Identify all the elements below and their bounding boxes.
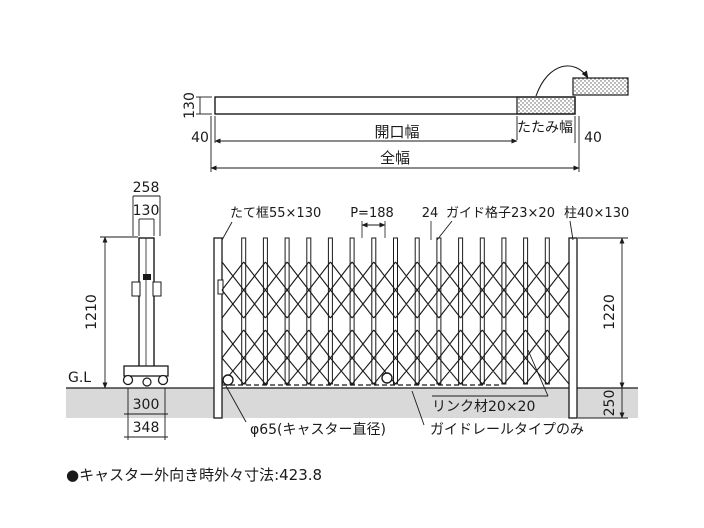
caster-note: ●キャスター外向き時外々寸法:423.8 (66, 466, 323, 484)
side-post-width-label: 130 (133, 203, 160, 219)
link-row-4 (221, 357, 570, 385)
side-post (138, 237, 155, 371)
gate-bar (458, 237, 464, 385)
front-caster-right (381, 372, 393, 384)
front-height-label: 1220 (602, 294, 618, 330)
opening-width-label: 開口幅 (374, 123, 419, 141)
gate-bar (262, 237, 268, 385)
plan-folded-area (516, 96, 576, 115)
front-view: たて框55×130 P=188 24 ガイド格子23×20 柱40×130 12… (213, 205, 629, 438)
pitch-label: P=188 (350, 206, 394, 221)
side-caster-right (157, 374, 169, 386)
folded-width-label: たたみ幅 (517, 120, 573, 136)
plan-swing-arrow (535, 65, 589, 97)
front-right-post (568, 237, 578, 419)
front-left-frame (213, 237, 223, 419)
side-base-width-label: 300 (133, 397, 160, 413)
overall-width-label: 全幅 (380, 149, 410, 167)
gate-bar (284, 237, 290, 385)
gate-bars (241, 237, 550, 385)
link-label: リンク材20×20 (432, 399, 535, 415)
plan-depth-label: 130 (182, 92, 198, 119)
gate-bar (306, 237, 312, 385)
caster-label: φ65(キャスター直径) (250, 421, 386, 438)
side-base (123, 365, 169, 377)
gate-bar (393, 237, 398, 385)
ground: G.L (66, 370, 638, 418)
side-caster-left (122, 374, 134, 386)
side-caster-span-label: 348 (133, 420, 160, 436)
ground-label: G.L (68, 370, 91, 386)
plan-view: 130 開口幅 たたみ幅 40 40 全幅 (182, 65, 629, 172)
front-caster-left (222, 374, 234, 386)
gate-bar (479, 237, 485, 385)
link-row-2 (221, 289, 570, 319)
side-height-label: 1210 (84, 294, 100, 330)
gate-bar (523, 237, 529, 385)
gate-bar (436, 237, 442, 385)
link-row-3 (221, 329, 570, 359)
side-view: 258 130 1210 300 348 (84, 180, 169, 440)
rail-label: ガイドレールタイプのみ (430, 422, 584, 438)
front-embed-label: 250 (602, 390, 618, 417)
gate-links (221, 261, 570, 385)
gate-bar (241, 237, 247, 385)
link-row-1 (221, 261, 570, 291)
left-margin-label: 40 (191, 130, 209, 146)
gate-bar (414, 237, 420, 385)
frame-label: たて框55×130 (230, 206, 321, 221)
post-label: 柱40×130 (564, 206, 629, 221)
gate-bar (349, 237, 355, 385)
right-margin-label: 40 (584, 130, 602, 146)
ground-fill (66, 388, 638, 418)
plan-folded-swing (572, 77, 629, 96)
side-top-width-label: 258 (133, 180, 160, 196)
gap-label: 24 (422, 206, 439, 221)
gate-bar (327, 237, 333, 385)
gate-bar (501, 237, 507, 385)
gate-bar (544, 237, 550, 385)
guide-label: ガイド格子23×20 (446, 205, 555, 221)
gate-bar (371, 237, 377, 385)
